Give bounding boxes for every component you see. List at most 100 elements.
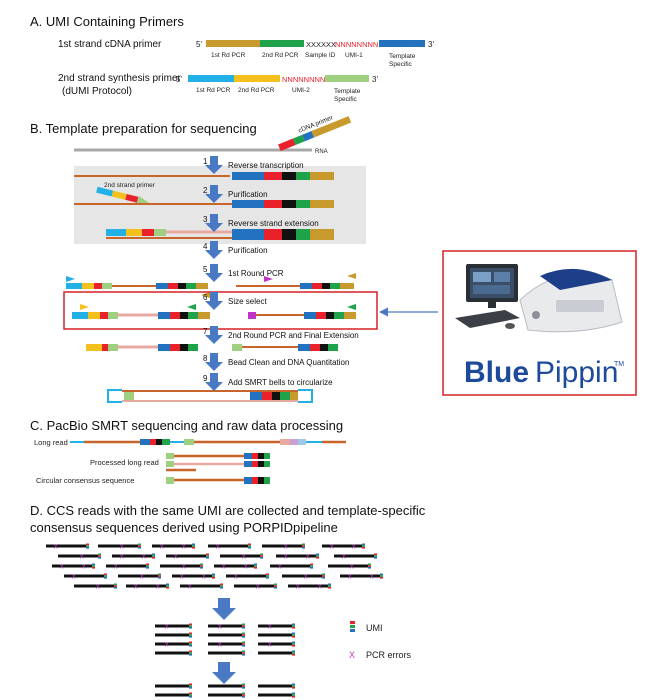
step-arrow-head bbox=[205, 165, 223, 174]
primer2-label-2nd-rd-pcr: 2nd Rd PCR bbox=[238, 87, 275, 94]
legend-pcr-symbol: X bbox=[349, 650, 355, 660]
svg-text:x: x bbox=[54, 544, 58, 551]
ccs-read: x bbox=[270, 563, 313, 571]
strand1-green bbox=[296, 172, 310, 180]
step-2: 2 Purification bbox=[203, 185, 268, 203]
ccs-read bbox=[155, 692, 192, 698]
ccs-read: x bbox=[334, 553, 377, 561]
svg-text:x: x bbox=[284, 554, 288, 561]
step-arrow-head bbox=[205, 223, 223, 232]
strand2-blue bbox=[232, 200, 264, 208]
ccs-read bbox=[155, 632, 192, 638]
svg-text:x: x bbox=[306, 554, 310, 561]
primer1-label-1st-rd-pcr: 1st Rd PCR bbox=[211, 52, 246, 59]
svg-text:x: x bbox=[242, 554, 246, 561]
ccs-read: x bbox=[46, 543, 89, 551]
legend: UMI X PCR errors bbox=[349, 621, 412, 660]
svg-text:x: x bbox=[96, 584, 100, 591]
double-strand-extended bbox=[106, 229, 334, 240]
step-label: Size select bbox=[228, 297, 267, 306]
primer2-label-line2: (dUMI Protocol) bbox=[62, 86, 132, 97]
ccs-read: x bbox=[64, 573, 107, 581]
strand1-black bbox=[282, 172, 296, 180]
ccs-read bbox=[155, 683, 192, 689]
primer2-three-prime: 3' bbox=[372, 75, 378, 84]
svg-text:x: x bbox=[370, 574, 374, 581]
instrument-icon bbox=[519, 268, 623, 333]
step-arrow-head bbox=[205, 194, 223, 203]
primer2-seg-template bbox=[325, 75, 369, 82]
section-a: A. UMI Containing Primers 1st strand cDN… bbox=[30, 14, 434, 103]
primer1-label-template-1: Template bbox=[389, 53, 416, 60]
ccs-read: x bbox=[262, 543, 305, 551]
primer2-label-line1: 2nd strand synthesis primer bbox=[58, 73, 182, 84]
step-number: 4 bbox=[203, 242, 208, 251]
ccs-read: x bbox=[328, 563, 371, 571]
step-number: 2 bbox=[203, 186, 208, 195]
primer1-seg-2nd-rd-pcr bbox=[260, 40, 304, 47]
legend-pcr-label: PCR errors bbox=[366, 650, 412, 660]
ccs-read: x bbox=[220, 553, 263, 561]
section-b-title: B. Template preparation for sequencing bbox=[30, 121, 257, 136]
step-arrow-head bbox=[205, 301, 223, 310]
strand2-green bbox=[296, 200, 310, 208]
step-arrow-shaft bbox=[210, 264, 218, 273]
ccs-read bbox=[208, 632, 245, 638]
ccs-read: x bbox=[226, 573, 269, 581]
step-label: Purification bbox=[228, 190, 268, 199]
long-read bbox=[70, 439, 346, 445]
ccs-read: x bbox=[282, 573, 325, 581]
svg-text:x: x bbox=[156, 584, 160, 591]
step-arrow-shaft bbox=[210, 241, 218, 250]
ccs-read bbox=[208, 692, 245, 698]
primer2-five-prime: 5' bbox=[176, 75, 182, 84]
step-arrow-head bbox=[205, 335, 223, 344]
ccs-read: x bbox=[106, 563, 149, 571]
svg-text:x: x bbox=[182, 564, 186, 571]
ccs-read bbox=[258, 632, 295, 638]
bluepippin-panel: Blue Pippin TM bbox=[442, 250, 637, 396]
ccs-read: x bbox=[155, 623, 192, 631]
strand2-black bbox=[282, 200, 296, 208]
step-number: 8 bbox=[203, 354, 208, 363]
down-arrow-d2 bbox=[212, 662, 236, 684]
ccs-read: x bbox=[98, 543, 141, 551]
legend-umi-green bbox=[350, 625, 355, 628]
step-label: Reverse strand extension bbox=[228, 219, 319, 228]
svg-text:x: x bbox=[120, 554, 124, 561]
step-arrow-head bbox=[205, 273, 223, 282]
ccs-read bbox=[208, 683, 245, 689]
rna-label: RNA bbox=[315, 149, 328, 155]
step-arrow-shaft bbox=[210, 185, 218, 194]
ccs-read: x bbox=[258, 641, 295, 649]
smrtbell-construct bbox=[107, 389, 313, 403]
ccs-read: x bbox=[258, 623, 295, 631]
ccs-read: x bbox=[166, 553, 209, 561]
step-arrow-shaft bbox=[210, 326, 218, 335]
step-arrow-head bbox=[205, 382, 223, 391]
primer2-label-template-1: Template bbox=[334, 88, 361, 95]
ccs-read: x bbox=[58, 553, 101, 561]
ccs-read: x bbox=[155, 641, 192, 649]
svg-text:x: x bbox=[120, 544, 124, 551]
strand1-blue bbox=[232, 172, 264, 180]
svg-text:x: x bbox=[348, 574, 352, 581]
svg-text:x: x bbox=[342, 554, 346, 561]
strand1-tan bbox=[310, 172, 334, 180]
strand2-tan bbox=[310, 200, 334, 208]
primer1-label: 1st strand cDNA primer bbox=[58, 39, 162, 50]
primer1-three-prime: 3' bbox=[428, 40, 434, 49]
svg-text:x: x bbox=[268, 624, 272, 631]
primer1-label-sample-id: Sample ID bbox=[305, 52, 336, 59]
primer1-sample-id-seq: XXXXXX bbox=[306, 40, 336, 49]
ccs-read: x bbox=[160, 563, 203, 571]
section-c-title: C. PacBio SMRT sequencing and raw data p… bbox=[30, 418, 343, 433]
